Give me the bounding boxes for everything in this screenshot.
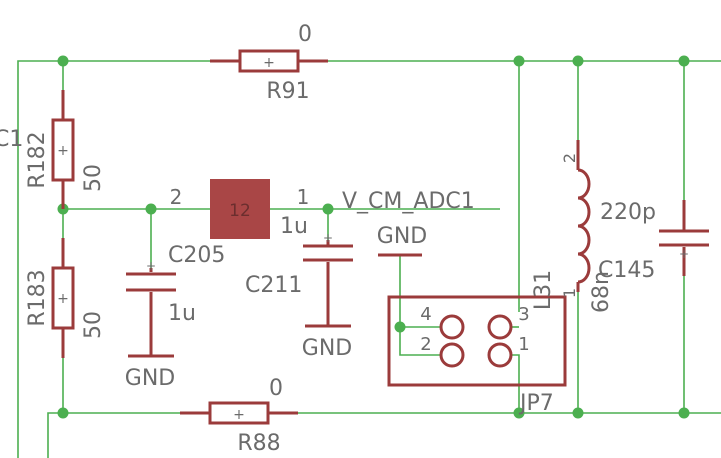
wire-top-left — [17, 60, 240, 458]
gnd-label-jp7: GND — [377, 224, 427, 249]
gnd-label-c211: GND — [302, 336, 352, 361]
junction — [322, 203, 334, 215]
r183-value: 50 — [81, 311, 106, 339]
jp7-name: JP7 — [518, 391, 554, 416]
l31-value: 68n — [589, 271, 614, 313]
plus-sign: + — [233, 407, 245, 423]
c211-name: C211 — [245, 273, 302, 298]
c145-name: C145 — [598, 258, 655, 283]
r182-name: R182 — [25, 131, 50, 188]
c205-value: 1u — [168, 301, 196, 326]
junction — [57, 55, 69, 67]
capacitor-c211[interactable]: + 1u C211 GND — [245, 214, 353, 361]
plus-sign: + — [57, 291, 69, 307]
junction — [572, 55, 584, 67]
plus-sign: + — [679, 247, 689, 261]
l31-name: L31 — [531, 270, 556, 310]
l31-pin2: 2 — [560, 153, 579, 163]
resistor-r88[interactable]: + 0 R88 — [180, 376, 298, 456]
resistor-r91[interactable]: + 0 R91 — [210, 22, 328, 104]
jp7-pin1: 1 — [518, 334, 529, 355]
junction — [57, 407, 69, 419]
jp7-pin4: 4 — [420, 304, 431, 325]
c205-name: C205 — [168, 243, 225, 268]
r183-name: R183 — [25, 269, 50, 326]
r88-value: 0 — [269, 376, 283, 401]
junction — [145, 203, 157, 215]
junction — [678, 55, 690, 67]
plus-sign: + — [57, 143, 69, 159]
capacitor-c205[interactable]: + C205 1u GND — [125, 243, 226, 391]
capacitor-c145[interactable]: + 220p C145 — [598, 200, 709, 283]
jp7-pin3: 3 — [518, 304, 529, 325]
gnd-symbol-jp7: GND — [377, 224, 427, 257]
c145-value: 220p — [600, 200, 656, 225]
junction — [572, 407, 584, 419]
r88-name: R88 — [237, 431, 280, 456]
wire-jp7-gnd — [399, 255, 440, 356]
junctions — [57, 55, 690, 419]
junction — [678, 407, 690, 419]
header-jp7[interactable]: 4 2 3 1 JP7 — [387, 295, 567, 416]
plus-sign: + — [323, 231, 333, 245]
junction — [513, 55, 525, 67]
resistor-r183[interactable]: + R183 50 — [25, 238, 106, 358]
junction — [394, 321, 406, 333]
r91-value: 0 — [298, 22, 312, 47]
net-label-vcm: V_CM_ADC1 — [342, 189, 475, 214]
component-u-12[interactable]: 12 2 1 — [170, 179, 310, 239]
chip-label: 12 — [229, 201, 251, 221]
plus-sign: + — [146, 259, 156, 273]
r91-name: R91 — [266, 79, 309, 104]
jp7-pin2: 2 — [420, 334, 431, 355]
c1-partial-label: C1 — [0, 127, 23, 152]
chip-pin1: 1 — [297, 185, 310, 209]
r182-value: 50 — [81, 164, 106, 192]
junction — [513, 407, 525, 419]
c211-value: 1u — [280, 214, 308, 239]
gnd-label-c205: GND — [125, 366, 175, 391]
l31-pin1: 1 — [560, 288, 579, 298]
wires — [17, 60, 721, 458]
wire-bottom-left — [47, 412, 210, 458]
wire-jp7-pin1 — [511, 354, 520, 413]
plus-sign: + — [263, 55, 275, 71]
net-vcm-label: V_CM_ADC1 — [342, 189, 475, 214]
inductor-l31[interactable]: 2 1 L31 68n — [531, 140, 614, 313]
resistor-r182[interactable]: + R182 50 C1 — [0, 90, 106, 209]
chip-pin2: 2 — [170, 185, 183, 209]
